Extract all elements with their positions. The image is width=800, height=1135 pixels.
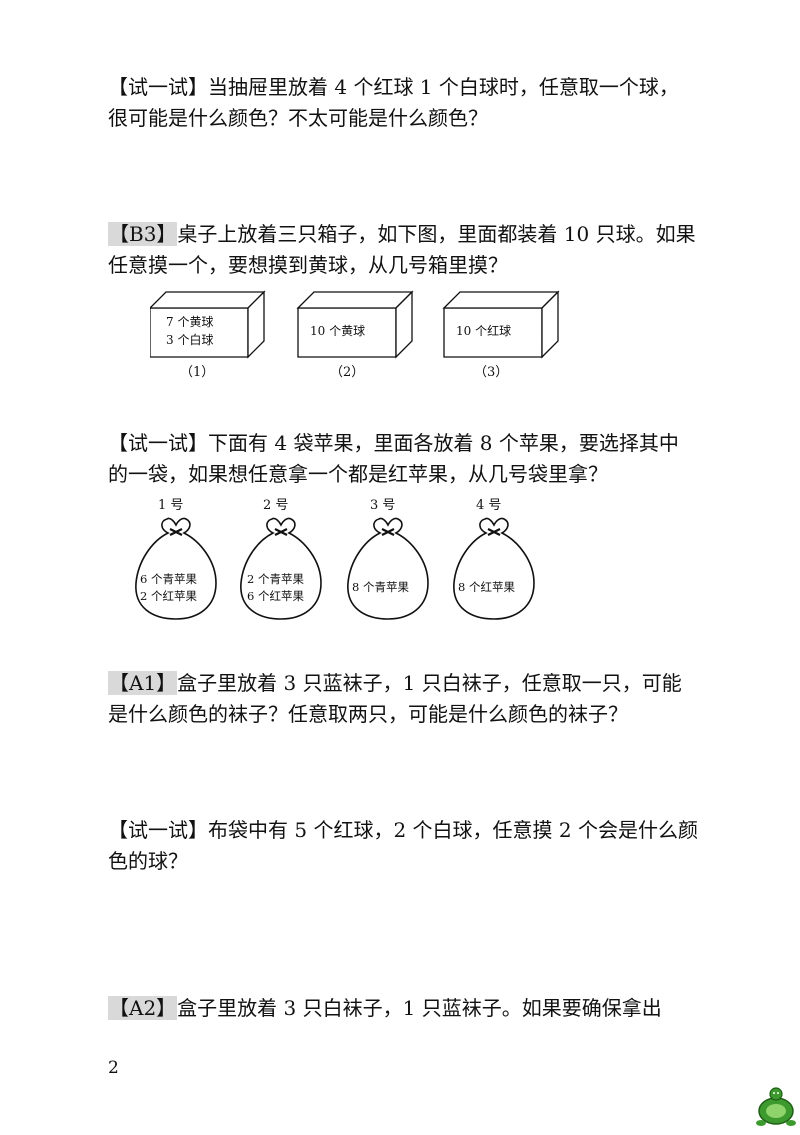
bags-figure: 1 号 6 个青苹果 2 个红苹果 2 号 2 个青苹果 6 个红苹果 3 号 … <box>135 498 535 620</box>
bag-4: 4 号 8 个红苹果 <box>453 498 535 620</box>
bag-2-line-1: 2 个青苹果 <box>247 572 304 586</box>
question-try-1: 【试一试】当抽屉里放着 4 个红球 1 个白球时，任意取一个球，很可能是什么颜色… <box>108 72 698 134</box>
question-text: 下面有 4 袋苹果，里面各放着 8 个苹果，要选择其中的一袋，如果想任意拿一个都… <box>108 431 679 486</box>
box-1-line-2: 3 个白球 <box>166 332 213 347</box>
bag-3-line-1: 8 个青苹果 <box>352 580 409 594</box>
bag-4-number: 4 号 <box>476 498 501 513</box>
question-text: 桌子上放着三只箱子，如下图，里面都装着 10 只球。如果任意摸一个，要想摸到黄球… <box>108 222 696 277</box>
bag-1-number: 1 号 <box>158 498 183 513</box>
bag-3: 3 号 8 个青苹果 <box>347 498 429 620</box>
bag-4-line-1: 8 个红苹果 <box>458 580 515 594</box>
box-3: 10 个红球 （3） <box>442 290 560 380</box>
question-try-3: 【试一试】布袋中有 5 个红球，2 个白球，任意摸 2 个会是什么颜色的球？ <box>108 815 698 877</box>
page-number: 2 <box>108 1058 119 1078</box>
question-a2: 【A2】盒子里放着 3 只白袜子，1 只蓝袜子。如果要确保拿出 <box>108 993 698 1024</box>
question-tag: 【试一试】 <box>108 75 208 99</box>
question-a1: 【A1】盒子里放着 3 只蓝袜子，1 只白袜子，任意取一只，可能是什么颜色的袜子… <box>108 668 698 730</box>
question-text: 布袋中有 5 个红球，2 个白球，任意摸 2 个会是什么颜色的球？ <box>108 818 698 873</box>
boxes-figure: 7 个黄球 3 个白球 （1） 10 个黄球 （2） 10 个红球 （3） <box>150 290 560 380</box>
question-try-2: 【试一试】下面有 4 袋苹果，里面各放着 8 个苹果，要选择其中的一袋，如果想任… <box>108 428 698 490</box>
box-1: 7 个黄球 3 个白球 （1） <box>150 290 266 380</box>
bag-2-number: 2 号 <box>263 498 288 513</box>
box-1-line-1: 7 个黄球 <box>166 315 213 329</box>
question-b3: 【B3】桌子上放着三只箱子，如下图，里面都装着 10 只球。如果任意摸一个，要想… <box>108 219 698 281</box>
question-text: 盒子里放着 3 只白袜子，1 只蓝袜子。如果要确保拿出 <box>177 996 662 1020</box>
question-tag: 【试一试】 <box>108 431 208 455</box>
question-tag: 【A2】 <box>108 996 178 1020</box>
question-tag: 【B3】 <box>108 222 178 246</box>
box-2-label: （2） <box>330 365 364 380</box>
bag-3-number: 3 号 <box>370 498 395 513</box>
box-3-line-1: 10 个红球 <box>456 323 511 338</box>
box-2: 10 个黄球 （2） <box>296 290 414 380</box>
box-3-label: （3） <box>474 365 508 380</box>
box-2-line-1: 10 个黄球 <box>310 324 365 338</box>
bag-1-line-1: 6 个青苹果 <box>140 572 197 586</box>
bag-1-line-2: 2 个红苹果 <box>140 589 197 603</box>
question-tag: 【A1】 <box>108 671 178 695</box>
question-text: 盒子里放着 3 只蓝袜子，1 只白袜子，任意取一只，可能是什么颜色的袜子？任意取… <box>108 671 682 726</box>
bag-2-line-2: 6 个红苹果 <box>247 589 304 603</box>
bag-1: 1 号 6 个青苹果 2 个红苹果 <box>135 498 217 620</box>
bag-2: 2 号 2 个青苹果 6 个红苹果 <box>240 498 322 620</box>
question-tag: 【试一试】 <box>108 818 208 842</box>
box-1-label: （1） <box>180 365 214 380</box>
turtle-logo-icon <box>756 1087 796 1126</box>
question-text: 当抽屉里放着 4 个红球 1 个白球时，任意取一个球，很可能是什么颜色？不太可能… <box>108 75 679 130</box>
